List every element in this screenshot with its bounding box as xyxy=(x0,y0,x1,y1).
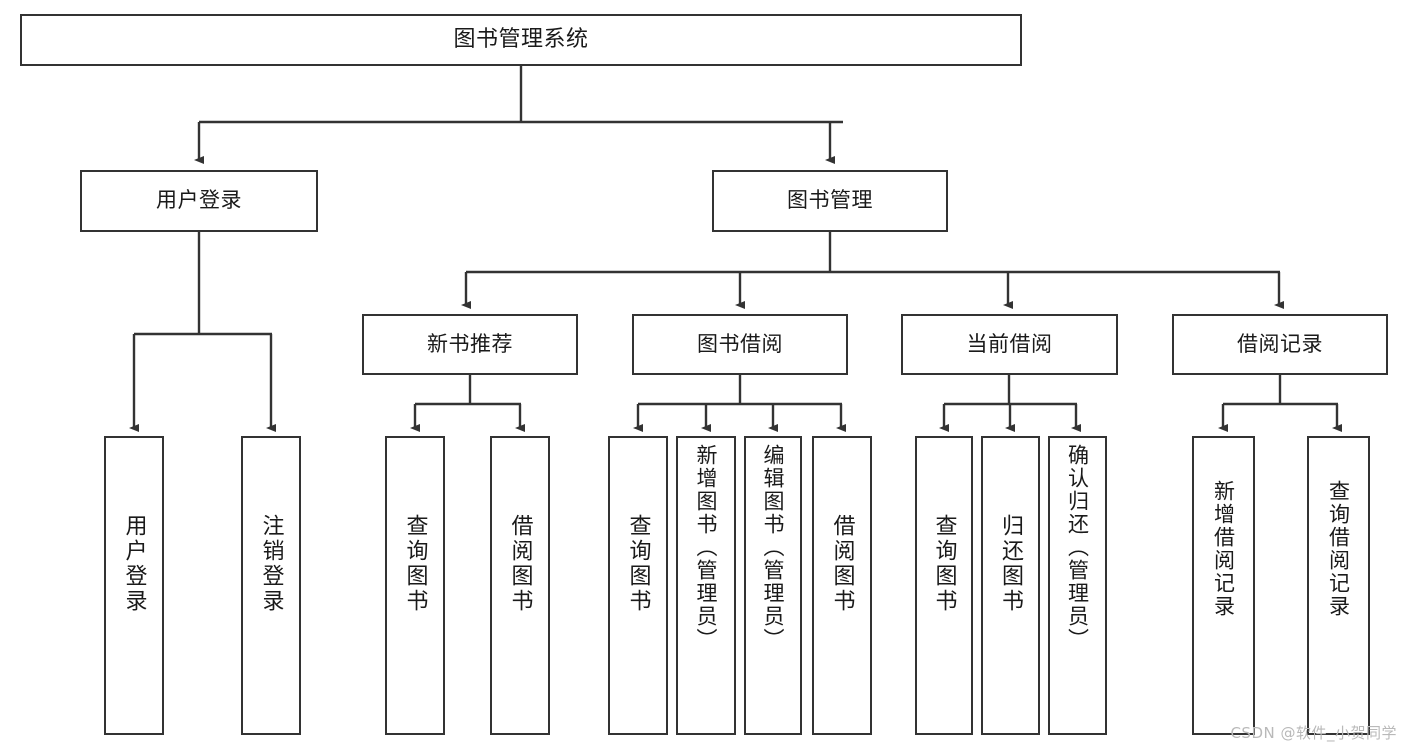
node-leaf-borrow-book-2[interactable]: 借阅图书 xyxy=(812,436,872,735)
node-book-manage[interactable]: 图书管理 xyxy=(712,170,948,232)
node-label: 编辑图书（管理员） xyxy=(761,444,786,651)
node-leaf-add-book[interactable]: 新增图书（管理员） xyxy=(676,436,736,735)
node-label: 查询借阅记录 xyxy=(1326,480,1351,618)
node-label: 归还图书 xyxy=(998,514,1024,614)
node-leaf-edit-book[interactable]: 编辑图书（管理员） xyxy=(744,436,802,735)
node-current-borrow[interactable]: 当前借阅 xyxy=(901,314,1118,375)
node-label: 新增图书（管理员） xyxy=(694,444,719,651)
node-leaf-return-book[interactable]: 归还图书 xyxy=(981,436,1040,735)
node-label: 确认归还（管理员） xyxy=(1065,444,1090,651)
node-leaf-borrow-book-1[interactable]: 借阅图书 xyxy=(490,436,550,735)
node-borrow-record[interactable]: 借阅记录 xyxy=(1172,314,1388,375)
node-label: 图书管理 xyxy=(787,188,873,213)
node-label: 借阅记录 xyxy=(1237,331,1323,356)
node-leaf-query-book-3[interactable]: 查询图书 xyxy=(915,436,973,735)
node-label: 新书推荐 xyxy=(427,331,513,356)
node-label: 用户登录 xyxy=(156,188,242,213)
node-label: 查询图书 xyxy=(402,514,428,614)
node-label: 借阅图书 xyxy=(507,514,533,614)
node-new-book-recommend[interactable]: 新书推荐 xyxy=(362,314,578,375)
node-leaf-add-record[interactable]: 新增借阅记录 xyxy=(1192,436,1255,735)
node-user-login[interactable]: 用户登录 xyxy=(80,170,318,232)
node-label: 图书借阅 xyxy=(697,331,783,356)
node-leaf-query-book-2[interactable]: 查询图书 xyxy=(608,436,668,735)
node-label: 图书管理系统 xyxy=(453,26,589,52)
node-label: 查询图书 xyxy=(625,514,651,614)
node-leaf-confirm-return[interactable]: 确认归还（管理员） xyxy=(1048,436,1107,735)
node-label: 借阅图书 xyxy=(829,514,855,614)
node-label: 注销登录 xyxy=(258,514,284,614)
node-leaf-query-record[interactable]: 查询借阅记录 xyxy=(1307,436,1370,735)
node-leaf-user-login[interactable]: 用户登录 xyxy=(104,436,164,735)
node-root-system[interactable]: 图书管理系统 xyxy=(20,14,1022,66)
node-label: 当前借阅 xyxy=(966,331,1053,356)
node-leaf-query-book-1[interactable]: 查询图书 xyxy=(385,436,445,735)
node-label: 用户登录 xyxy=(121,514,147,614)
node-label: 新增借阅记录 xyxy=(1211,480,1236,618)
watermark: CSDN @软件_小贺同学 xyxy=(1230,724,1397,742)
node-leaf-user-logout[interactable]: 注销登录 xyxy=(241,436,301,735)
node-book-borrow[interactable]: 图书借阅 xyxy=(632,314,848,375)
node-label: 查询图书 xyxy=(931,514,957,614)
